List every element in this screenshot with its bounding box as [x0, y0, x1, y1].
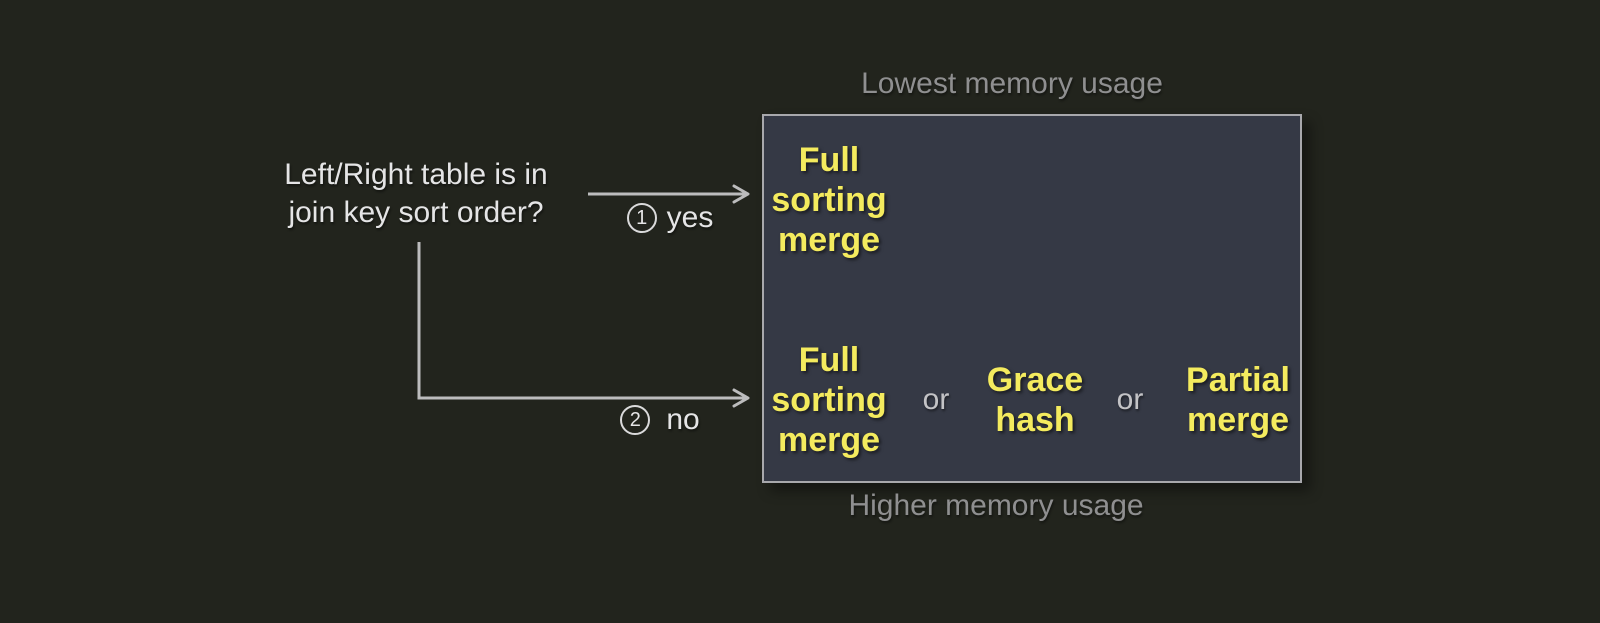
or-separator: or [1116, 383, 1144, 416]
no-arrow [417, 242, 750, 408]
circled-1-icon: 1 [626, 203, 657, 233]
option-partial-merge: Partial merge [1178, 360, 1298, 440]
option-line: sorting [771, 181, 887, 219]
question-line-2: join key sort order? [288, 196, 544, 229]
join-algorithms-box: Full sorting merge Full sorting merge or… [762, 114, 1302, 483]
option-line: Grace [986, 361, 1084, 399]
option-line: Partial [1186, 361, 1290, 399]
higher-memory-label: Higher memory usage [848, 489, 1144, 522]
option-grace-hash: Grace hash [975, 360, 1095, 440]
option-line: merge [777, 221, 881, 259]
option-full-sorting-merge: Full sorting merge [764, 340, 894, 460]
branch-label-no: 2 no [598, 403, 722, 437]
option-line: sorting [771, 381, 887, 419]
yes-label: yes [666, 201, 714, 234]
option-line: merge [777, 421, 881, 459]
question-text: Left/Right table is in join key sort ord… [240, 156, 592, 232]
unsorted-options-row: Full sorting merge or Grace hash or Part… [764, 338, 1300, 462]
option-full-sorting-merge-sorted: Full sorting merge [764, 140, 894, 260]
or-separator: or [922, 383, 950, 416]
lowest-memory-label: Lowest memory usage [861, 67, 1163, 100]
circled-2-icon: 2 [620, 405, 651, 435]
branch-label-yes: 1 yes [608, 201, 732, 235]
no-label: no [666, 403, 700, 436]
option-line: hash [995, 401, 1075, 439]
option-line: Full [798, 141, 860, 179]
question-line-1: Left/Right table is in [284, 158, 548, 191]
option-line: Full [798, 341, 860, 379]
option-line: merge [1186, 401, 1290, 439]
